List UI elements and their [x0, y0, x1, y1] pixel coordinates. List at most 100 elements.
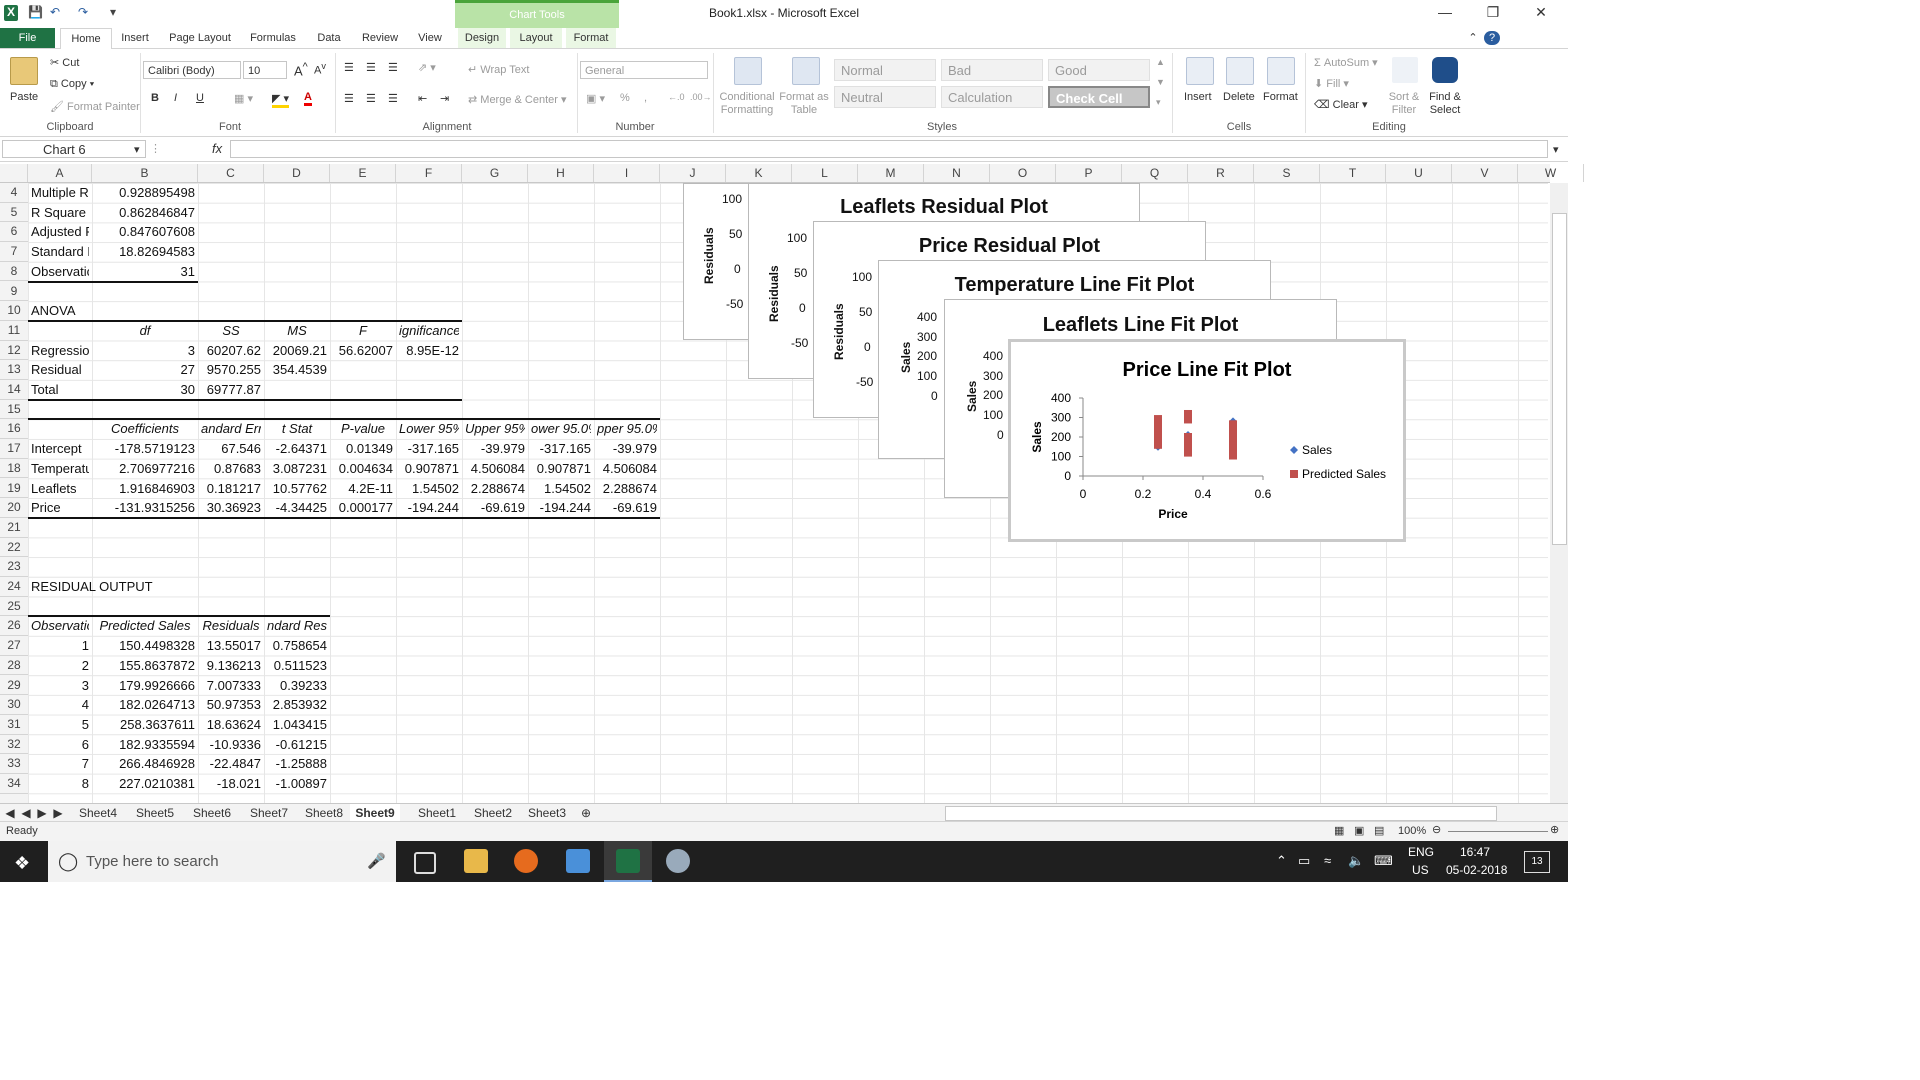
row-header[interactable]: 4: [0, 183, 28, 203]
row-header[interactable]: 22: [0, 538, 28, 558]
cell[interactable]: -2.64371: [275, 441, 327, 457]
row-header[interactable]: 5: [0, 203, 28, 223]
cell[interactable]: 2.288674: [602, 480, 657, 496]
font-color-icon[interactable]: A: [304, 91, 312, 106]
task-view-icon[interactable]: [414, 852, 436, 874]
fill-button[interactable]: ⬇ Fill ▾: [1314, 78, 1349, 90]
sheet-tab-sheet6[interactable]: Sheet6: [192, 806, 232, 820]
style-check-cell[interactable]: Check Cell: [1048, 86, 1150, 108]
style-good[interactable]: Good: [1048, 59, 1150, 81]
cell[interactable]: [333, 380, 393, 400]
page-layout-view-icon[interactable]: ▣: [1354, 825, 1365, 837]
cell[interactable]: -194.244: [407, 500, 459, 516]
cell[interactable]: 3: [81, 677, 89, 693]
horizontal-scrollbar[interactable]: [945, 806, 1497, 821]
format-as-table-button[interactable]: Format as Table: [779, 91, 829, 116]
customize-qat-icon[interactable]: ▾: [110, 5, 117, 19]
cell[interactable]: -39.979: [480, 441, 525, 457]
style-neutral[interactable]: Neutral: [834, 86, 936, 108]
align-center-icon[interactable]: ☰: [366, 93, 376, 105]
cell[interactable]: 182.0264713: [119, 697, 195, 713]
cell[interactable]: t Stat: [281, 421, 313, 437]
cell[interactable]: -317.165: [539, 441, 591, 457]
grow-font-icon[interactable]: A^: [294, 61, 308, 79]
fill-color-icon[interactable]: ◤ ▾: [272, 92, 290, 108]
column-header[interactable]: I: [594, 164, 660, 182]
row-header[interactable]: 9: [0, 282, 28, 302]
align-top-icon[interactable]: ☰: [344, 62, 354, 74]
wifi-icon[interactable]: ≈: [1324, 853, 1332, 868]
row-header[interactable]: 26: [0, 616, 28, 637]
row-header[interactable]: 16: [0, 419, 28, 440]
column-header[interactable]: L: [792, 164, 858, 182]
cell[interactable]: RESIDUAL OUTPUT: [31, 579, 153, 594]
file-explorer-icon[interactable]: [464, 849, 488, 873]
paste-icon[interactable]: [10, 57, 38, 85]
language-indicator[interactable]: ENG: [1408, 845, 1435, 859]
column-header[interactable]: J: [660, 164, 726, 182]
cell[interactable]: [399, 360, 459, 380]
tab-insert[interactable]: Insert: [121, 32, 149, 44]
cell[interactable]: 4.2E-11: [348, 480, 393, 496]
cell[interactable]: 0.01349: [346, 441, 393, 457]
sort-filter-button[interactable]: Sort & Filter: [1388, 91, 1420, 116]
align-left-icon[interactable]: ☰: [344, 93, 354, 105]
first-sheet-icon[interactable]: ◀: [5, 806, 15, 820]
column-header[interactable]: B: [92, 164, 198, 182]
sheet-tab-sheet2[interactable]: Sheet2: [473, 806, 513, 820]
tab-home[interactable]: Home: [60, 28, 112, 50]
cell[interactable]: Price: [31, 500, 61, 516]
tab-page-layout[interactable]: Page Layout: [169, 32, 231, 44]
paint-icon[interactable]: [666, 849, 690, 873]
cut-button[interactable]: ✂ Cut: [50, 57, 80, 69]
cell[interactable]: Total: [31, 382, 59, 397]
format-painter-button[interactable]: 🖌 Format Painter: [50, 101, 140, 113]
font-name-combo[interactable]: Calibri (Body): [143, 61, 241, 79]
delete-cells-button[interactable]: Delete: [1223, 91, 1255, 103]
column-header[interactable]: A: [28, 164, 92, 182]
cell[interactable]: pper 95.0%: [597, 421, 657, 437]
column-header[interactable]: K: [726, 164, 792, 182]
cell[interactable]: 0.87683: [214, 460, 261, 476]
name-box[interactable]: Chart 6: [2, 140, 146, 158]
percent-button[interactable]: %: [620, 92, 630, 104]
cell[interactable]: 18.63624: [206, 716, 261, 732]
cell[interactable]: 7.007333: [206, 677, 261, 693]
row-header[interactable]: 21: [0, 518, 28, 538]
help-icon[interactable]: ?: [1484, 31, 1500, 45]
shrink-font-icon[interactable]: Av: [314, 61, 326, 77]
tab-data[interactable]: Data: [317, 32, 341, 44]
cell[interactable]: Multiple R: [31, 185, 89, 200]
cell[interactable]: SS: [222, 322, 240, 338]
cell[interactable]: ower 95.0%: [531, 421, 591, 437]
expand-formula-bar-icon[interactable]: ▾: [1553, 144, 1559, 156]
row-header[interactable]: 23: [0, 557, 28, 577]
find-select-button[interactable]: Find & Select: [1429, 91, 1461, 116]
row-header[interactable]: 27: [0, 636, 28, 656]
save-icon[interactable]: 💾: [28, 5, 43, 19]
cell[interactable]: 69777.87: [206, 382, 261, 397]
column-header[interactable]: N: [924, 164, 990, 182]
comma-button[interactable]: ,: [644, 92, 648, 104]
formula-bar-handle-icon[interactable]: ⋮: [150, 143, 161, 155]
column-header[interactable]: E: [330, 164, 396, 182]
cell[interactable]: Standard E: [31, 244, 89, 260]
cell[interactable]: R Square: [31, 204, 86, 220]
tab-design[interactable]: Design: [458, 28, 506, 48]
cell[interactable]: 30.36923: [206, 500, 261, 516]
cell[interactable]: 0.39233: [280, 677, 327, 693]
cell[interactable]: 0.181217: [206, 480, 261, 496]
cell[interactable]: Residuals: [202, 618, 260, 634]
autosum-button[interactable]: Σ AutoSum ▾: [1314, 57, 1378, 69]
cell[interactable]: 3: [187, 342, 195, 358]
cell[interactable]: 56.62007: [338, 342, 393, 358]
taskbar-search[interactable]: ◯ Type here to search 🎤: [48, 841, 396, 882]
row-header[interactable]: 20: [0, 498, 28, 518]
cell[interactable]: 2.706977216: [119, 460, 195, 476]
column-header[interactable]: P: [1056, 164, 1122, 182]
cell[interactable]: 31: [180, 263, 195, 279]
format-cells-button[interactable]: Format: [1263, 91, 1298, 103]
cell[interactable]: 179.9926666: [119, 677, 195, 693]
cell[interactable]: [399, 380, 459, 400]
insert-cells-icon[interactable]: [1186, 57, 1214, 85]
